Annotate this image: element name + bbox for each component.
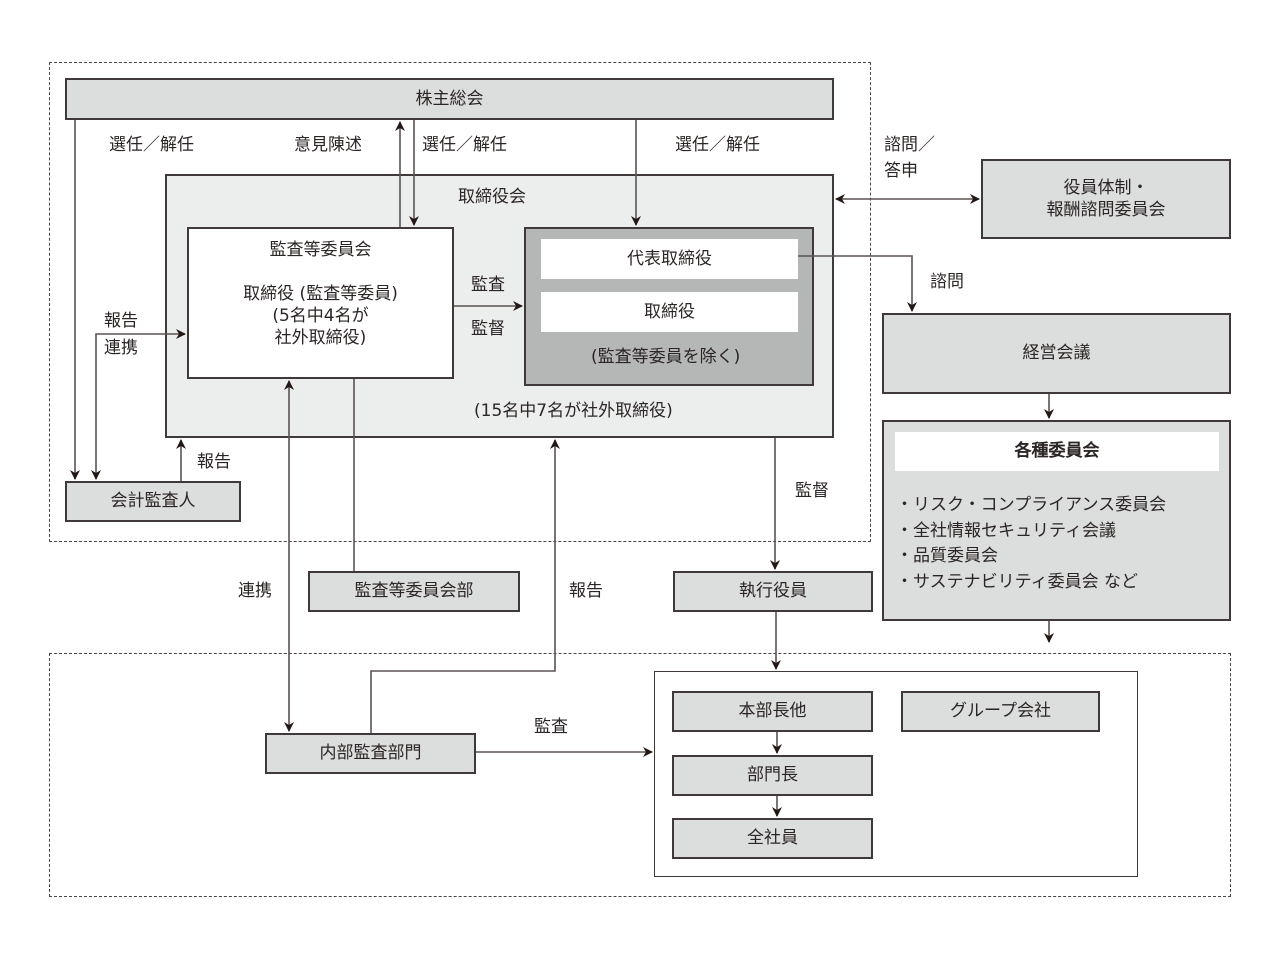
audit-committee-line3: 社外取締役) — [274, 328, 367, 349]
directors-label: 取締役 — [644, 301, 695, 322]
committee-item: ・全社情報セキュリティ会議 — [896, 520, 1116, 541]
division-heads-box: 本部長他 — [672, 691, 873, 732]
board-composition-note: (15名中7名が社外取締役) — [474, 401, 673, 421]
directors-note: (監査等委員を除く) — [591, 347, 741, 367]
edge-label-report-auditor: 報告 — [104, 311, 138, 331]
various-committees-title-box: 各種委員会 — [895, 432, 1219, 471]
edge-label-consult-respond-1: 諮問／ — [884, 135, 935, 155]
board-of-directors-label: 取締役会 — [458, 187, 526, 207]
management-meeting-box: 経営会議 — [882, 313, 1231, 394]
various-committees-title: 各種委員会 — [1014, 441, 1100, 462]
edge-label-internal-audit: 監査 — [534, 717, 568, 737]
execution-frame — [49, 653, 1231, 897]
edge-label-consult-respond-2: 答申 — [884, 161, 918, 181]
representative-director-label: 代表取締役 — [627, 248, 712, 269]
shareholders-meeting-box: 株主総会 — [65, 78, 834, 120]
management-meeting-label: 経営会議 — [1022, 343, 1091, 364]
executive-officers-box: 執行役員 — [673, 571, 873, 612]
nomination-committee-line2: 報酬諮問委員会 — [1046, 200, 1166, 220]
executive-officers-label: 執行役員 — [739, 581, 807, 602]
edge-label-cooperate-internal-audit: 連携 — [238, 581, 272, 601]
accounting-auditor-box: 会計監査人 — [65, 481, 241, 522]
department-heads-box: 部門長 — [672, 755, 873, 796]
accounting-auditor-label: 会計監査人 — [110, 491, 196, 512]
committee-item: ・リスク・コンプライアンス委員会 — [896, 495, 1167, 515]
representative-director-box: 代表取締役 — [541, 239, 798, 279]
edge-label-consult: 諮問 — [930, 272, 964, 292]
audit-committee-office-box: 監査等委員会部 — [308, 571, 520, 612]
audit-committee-line1: 取締役 (監査等委員) — [243, 284, 398, 305]
division-heads-label: 本部長他 — [738, 701, 807, 722]
edge-label-audit: 監査 — [471, 275, 505, 295]
edge-label-opinion: 意見陳述 — [294, 135, 362, 155]
edge-label-report-board: 報告 — [197, 452, 231, 472]
edge-label-appoint-dismiss-audit-committee: 選任／解任 — [422, 135, 507, 155]
group-companies-label: グループ会社 — [950, 701, 1051, 722]
edge-label-supervise: 監督 — [471, 319, 505, 339]
department-heads-label: 部門長 — [747, 765, 798, 786]
directors-box: 取締役 — [541, 292, 798, 332]
edge-label-report-internal-audit: 報告 — [569, 581, 603, 601]
all-employees-box: 全社員 — [672, 818, 873, 859]
audit-committee-office-label: 監査等委員会部 — [354, 581, 474, 602]
shareholders-meeting-label: 株主総会 — [415, 88, 484, 109]
audit-committee-box: 監査等委員会 取締役 (監査等委員) (5名中4名が 社外取締役) — [187, 227, 454, 379]
audit-committee-title: 監査等委員会 — [269, 240, 372, 260]
edge-label-appoint-dismiss-auditor: 選任／解任 — [109, 135, 194, 155]
nomination-compensation-committee-box: 役員体制・ 報酬諮問委員会 — [981, 159, 1231, 239]
committee-item: ・サステナビリティ委員会 など — [896, 571, 1139, 592]
edge-label-appoint-dismiss-directors: 選任／解任 — [675, 135, 760, 155]
all-employees-label: 全社員 — [747, 828, 798, 849]
audit-committee-line2: (5名中4名が — [272, 306, 369, 327]
edge-label-supervise-executives: 監督 — [795, 481, 829, 501]
edge-label-cooperate-auditor: 連携 — [104, 338, 138, 358]
nomination-committee-line1: 役員体制・ — [1063, 177, 1149, 198]
group-companies-box: グループ会社 — [901, 691, 1100, 732]
internal-audit-label: 内部監査部門 — [319, 743, 422, 764]
committee-item: ・品質委員会 — [896, 546, 998, 566]
internal-audit-box: 内部監査部門 — [265, 733, 476, 774]
committees-list: ・リスク・コンプライアンス委員会 ・全社情報セキュリティ会議 ・品質委員会 ・サ… — [896, 493, 1166, 595]
